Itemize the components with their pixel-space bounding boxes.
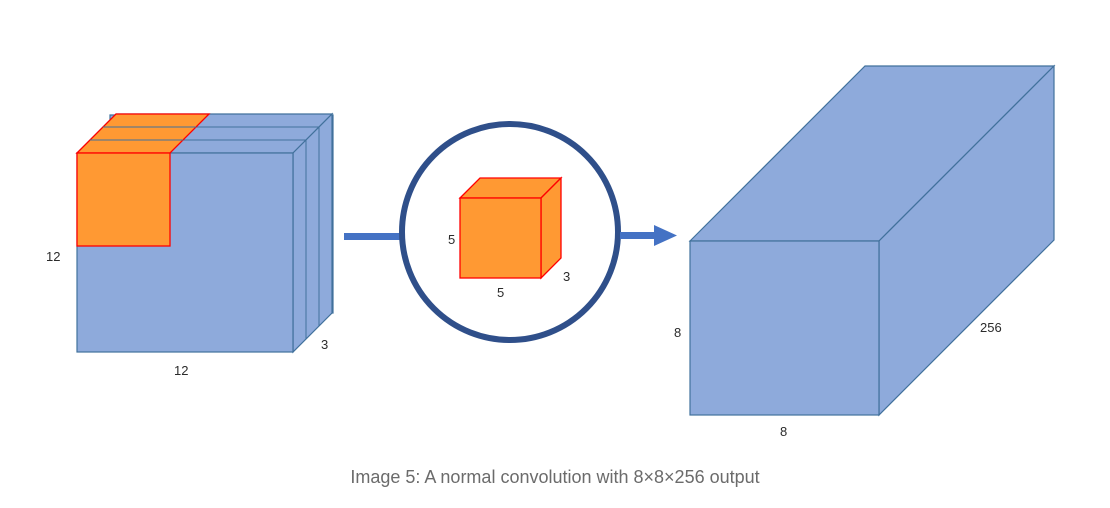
kernel-overlay-front — [76, 152, 171, 247]
output-height-label: 8 — [674, 325, 681, 340]
input-height-label: 12 — [46, 249, 60, 264]
kernel-width-label: 5 — [497, 285, 504, 300]
arrow-in — [344, 233, 404, 240]
input-depth-label: 3 — [321, 337, 328, 352]
kernel-depth-label: 3 — [563, 269, 570, 284]
input-kernel-overlay — [75, 113, 211, 247]
figure-caption: Image 5: A normal convolution with 8×8×2… — [350, 467, 760, 487]
input-right-face — [292, 112, 333, 354]
output-volume: 8 8 256 — [674, 64, 1056, 439]
kernel-height-label: 5 — [448, 232, 455, 247]
arrow-out-head — [654, 225, 677, 246]
kernel-cube-front — [459, 197, 542, 279]
arrow-out — [620, 225, 677, 246]
input-volume: 12 12 3 — [46, 112, 334, 378]
output-depth-label: 256 — [980, 320, 1002, 335]
kernel-cube — [458, 176, 563, 280]
kernel-circle-ring — [399, 121, 621, 343]
input-width-label: 12 — [174, 363, 188, 378]
output-front-face — [689, 240, 880, 416]
kernel-circle: 5 5 3 — [399, 121, 621, 343]
output-width-label: 8 — [780, 424, 787, 439]
